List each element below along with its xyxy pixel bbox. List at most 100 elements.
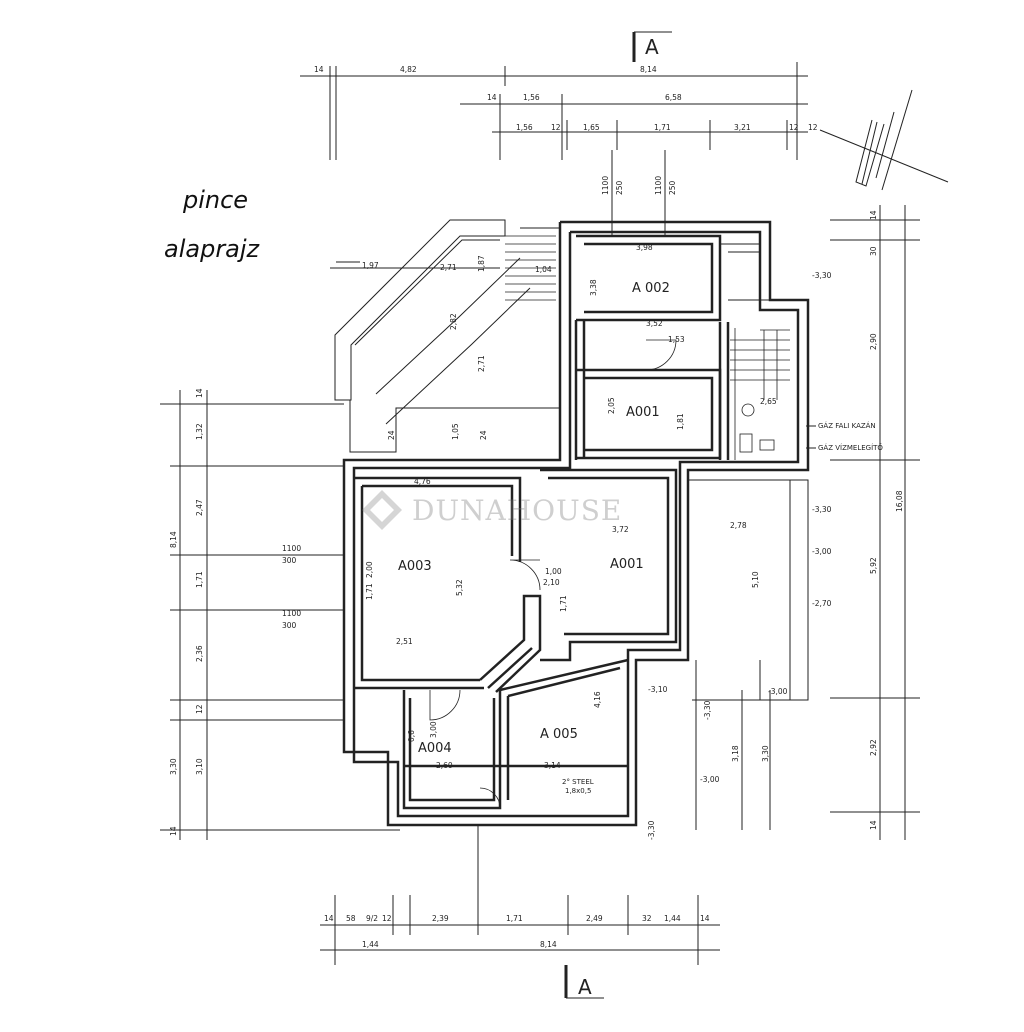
dim: 12 <box>789 123 799 132</box>
dim: 1,56 <box>516 123 533 132</box>
dim: 1,04 <box>535 265 552 274</box>
dim: 1,71 <box>506 914 523 923</box>
dim: 3,38 <box>589 279 598 296</box>
dim: 250 <box>615 180 624 195</box>
dim: -3,00 <box>700 775 720 784</box>
dim: 300 <box>282 621 297 630</box>
dim: 3,18 <box>731 745 740 762</box>
dim: 14 <box>869 820 878 830</box>
dim: 2,82 <box>449 313 458 330</box>
dim: 3,10 <box>195 758 204 775</box>
dim: 2,78 <box>730 521 747 530</box>
dim: 1,56 <box>523 93 540 102</box>
dim: 24 <box>387 430 396 440</box>
dim: 2,39 <box>432 914 449 923</box>
dim: 1,71 <box>654 123 671 132</box>
dim: 1,53 <box>668 335 685 344</box>
dim: 1,44 <box>362 940 379 949</box>
dim: 14 <box>195 388 204 398</box>
dim: 3,30 <box>169 758 178 775</box>
dim: 3,21 <box>734 123 751 132</box>
room-label-a001-top: A001 <box>626 405 660 420</box>
dim: 8,14 <box>540 940 557 949</box>
dim: 2,71 <box>477 355 486 372</box>
dim: -3,10 <box>648 685 668 694</box>
section-marker-top: A <box>645 35 659 59</box>
dim: 12 <box>808 123 818 132</box>
dim: 58 <box>346 914 356 923</box>
dim: 2,00 <box>365 561 374 578</box>
watermark: DUNAHOUSE <box>360 488 622 532</box>
dim: 1,65 <box>583 123 600 132</box>
dim: 1,81 <box>676 413 685 430</box>
dim: -3,30 <box>703 700 712 720</box>
dim: -2,70 <box>812 599 832 608</box>
dim: 9/2 <box>366 914 378 923</box>
dim: 1100 <box>601 176 610 195</box>
dim: 2,36 <box>195 645 204 662</box>
dim: -3,30 <box>812 505 832 514</box>
dim: 30 <box>869 246 878 256</box>
dim: 1,05 <box>451 423 460 440</box>
title-line1: pince <box>183 186 249 214</box>
dim: 5,32 <box>455 579 464 596</box>
dim: 2,51 <box>396 637 413 646</box>
dim: 2,60 <box>436 761 453 770</box>
dim: 2,10 <box>543 578 560 587</box>
dim: 14 <box>324 914 334 923</box>
dim: 2,71 <box>440 263 457 272</box>
dim: 32 <box>642 914 652 923</box>
dim: 1,32 <box>195 423 204 440</box>
dim: -3,00 <box>812 547 832 556</box>
dim: 5,92 <box>869 557 878 574</box>
dim: 3,72 <box>612 525 629 534</box>
dim: 2,90 <box>869 333 878 350</box>
room-label-a001-mid: A001 <box>610 557 644 572</box>
dim: 14 <box>869 210 878 220</box>
dim: 14 <box>314 65 324 74</box>
dim: 5,10 <box>751 571 760 588</box>
dim: 1100 <box>654 176 663 195</box>
dim: 4,82 <box>400 65 417 74</box>
dim: 3,14 <box>544 761 561 770</box>
room-label-a004: A004 <box>418 741 452 756</box>
dim: 1,00 <box>545 567 562 576</box>
dim: -3,00 <box>768 687 788 696</box>
dim: 2,92 <box>869 739 878 756</box>
dim: 6,58 <box>665 93 682 102</box>
watermark-text: DUNAHOUSE <box>412 493 623 527</box>
watermark-logo-icon <box>362 490 402 530</box>
dim: 3,98 <box>636 243 653 252</box>
dim: 14 <box>169 826 178 836</box>
dim: 1,97 <box>362 261 379 270</box>
room-label-a003: A003 <box>398 559 432 574</box>
dim: 0,6 <box>407 730 416 742</box>
dim: 1,71 <box>365 583 374 600</box>
dim: 2,65 <box>760 397 777 406</box>
dim: 1100 <box>282 609 301 618</box>
dim: 2,49 <box>586 914 603 923</box>
dim: 14 <box>487 93 497 102</box>
dim: 8,14 <box>169 531 178 548</box>
dim: 1100 <box>282 544 301 553</box>
room-label-a002: A 002 <box>632 281 670 296</box>
dim: 4,76 <box>414 477 431 486</box>
dim: 2,05 <box>607 397 616 414</box>
dim: 2,47 <box>195 499 204 516</box>
dim: 12 <box>551 123 561 132</box>
dim: 3,30 <box>761 745 770 762</box>
note-gaz-fali-kazan: GÁZ FALI KAZÁN <box>818 421 876 430</box>
dim: 300 <box>282 556 297 565</box>
dim: 250 <box>668 180 677 195</box>
dim: 14 <box>700 914 710 923</box>
note-steel-sub: 1,8x0,5 <box>565 787 591 795</box>
dim: 8,14 <box>640 65 657 74</box>
title-line2: alaprajz <box>164 235 260 263</box>
dim: 16,08 <box>895 490 904 512</box>
note-gaz-vizmelegito: GÁZ VÍZMELEGÍTŐ <box>818 443 883 452</box>
section-marker-bottom: A <box>578 975 592 999</box>
dim: 12 <box>382 914 392 923</box>
room-label-a005: A 005 <box>540 727 578 742</box>
note-steel: 2° STEEL <box>562 778 594 786</box>
